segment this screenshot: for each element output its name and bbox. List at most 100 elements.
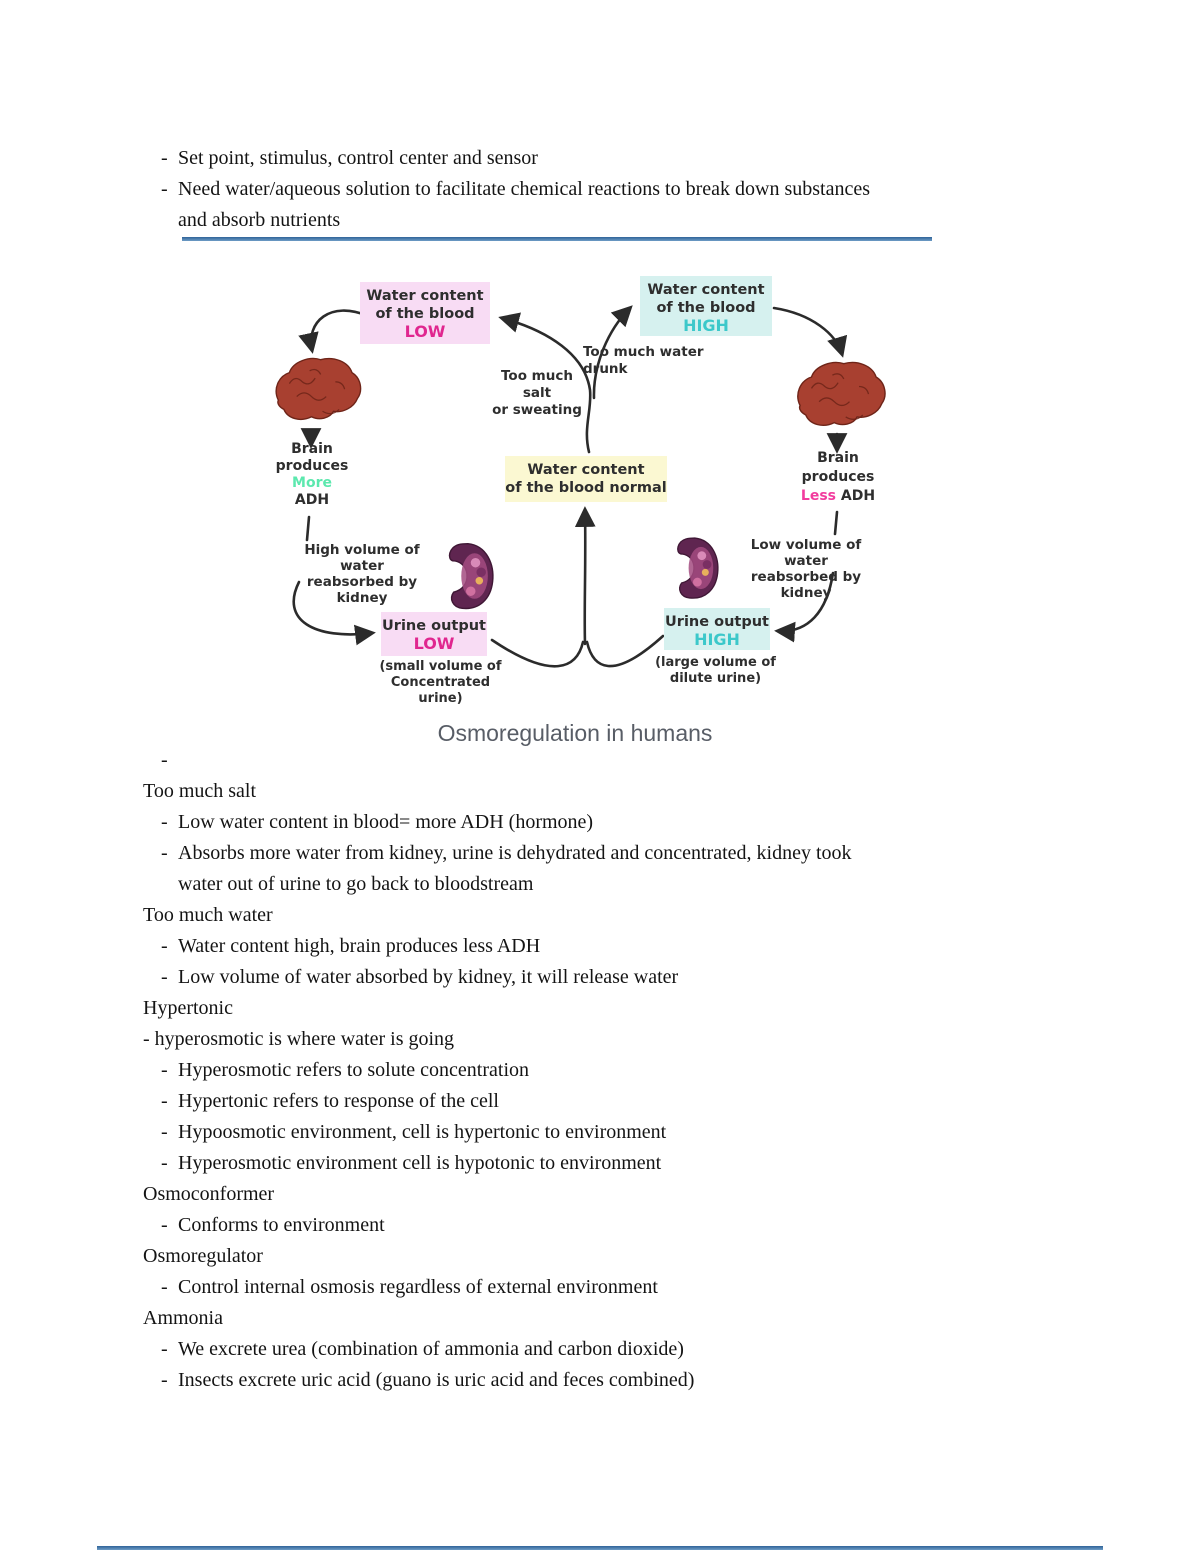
label-adh: ADH — [840, 488, 876, 504]
list-item-text: Hyperosmotic refers to solute concentrat… — [178, 1059, 529, 1081]
box-blood-low: Water content of the blood LOW — [360, 282, 490, 344]
list-item-text: and absorb nutrients — [178, 209, 341, 231]
list-item-text: We excrete urea (combination of ammonia … — [178, 1338, 684, 1360]
label-line: (large volume of — [655, 655, 776, 670]
heading-text: Hypertonic — [143, 997, 233, 1019]
heading-text: Osmoconformer — [143, 1183, 275, 1205]
line-adh-right — [833, 510, 839, 536]
arrow-low-to-brain — [298, 309, 370, 354]
label-line: dilute urine) — [669, 671, 762, 686]
list-item-text: Hypertonic refers to response of the cel… — [178, 1090, 499, 1112]
status-high: HIGH — [683, 316, 729, 335]
osmoregulation-diagram: Water content of the blood LOW Water con… — [250, 258, 1000, 758]
bullet-dash: - — [161, 1090, 168, 1112]
label-line: High volume of water — [304, 542, 420, 574]
box-text: of the blood normal — [505, 480, 667, 496]
notes-heading: Too much salt — [143, 776, 1073, 807]
notes-heading: Ammonia — [143, 1303, 1073, 1334]
bullet-dash: - — [161, 1121, 168, 1143]
arrow-reabsorb-to-urine-high — [774, 571, 835, 643]
bullet-dash: - — [161, 935, 168, 957]
box-urine-low: Urine output LOW — [381, 612, 487, 656]
box-text: of the blood — [656, 300, 756, 316]
list-item: -Water content high, brain produces less… — [143, 931, 1073, 962]
bullet-dash: - — [161, 1152, 168, 1174]
label-less-highlight: Less — [800, 488, 837, 504]
box-blood-high: Water content of the blood HIGH — [640, 276, 772, 336]
list-item: -Hyperosmotic environment cell is hypoto… — [143, 1148, 1073, 1179]
line-adh-left — [305, 515, 311, 542]
box-text: Urine output — [665, 614, 769, 630]
label-urine-high-note: (large volume of dilute urine) — [648, 655, 783, 687]
flow-arrows — [292, 305, 848, 668]
list-item: - — [143, 745, 1073, 776]
label-low-volume-reabsorbed: Low volume of water reabsorbed by kidney — [730, 537, 882, 601]
bullet-dash: - — [161, 842, 168, 864]
heading-text: Too much salt — [143, 780, 257, 802]
box-text: Water content — [366, 288, 484, 304]
arrow-water-to-high — [592, 305, 633, 400]
notes-heading: Too much water — [143, 900, 1073, 931]
label-line: produces — [275, 458, 349, 474]
bullet-dash: - — [161, 1338, 168, 1360]
list-item-text: Insects excrete uric acid (guano is uric… — [178, 1369, 695, 1391]
list-item: -Insects excrete uric acid (guano is uri… — [143, 1365, 1073, 1396]
heading-text: Too much water — [143, 904, 273, 926]
kidney-left-illustration — [448, 542, 494, 610]
label-line: (small volume of — [379, 659, 502, 674]
subline-text: - hyperosmotic is where water is going — [143, 1028, 455, 1050]
list-item: -Low volume of water absorbed by kidney,… — [143, 962, 1073, 993]
label-line: Too much salt — [501, 368, 573, 401]
arrow-return-to-normal — [574, 506, 596, 646]
list-item: -Need water/aqueous solution to facilita… — [143, 174, 1073, 205]
return-curve-left — [490, 638, 585, 668]
bullet-dash: - — [161, 1059, 168, 1081]
label-more-highlight: More — [292, 475, 332, 491]
list-item-text: Set point, stimulus, control center and … — [178, 147, 538, 169]
list-item-text: Conforms to environment — [178, 1214, 385, 1236]
box-urine-high: Urine output HIGH — [664, 608, 770, 650]
list-item: -Hypoosmotic environment, cell is hypert… — [143, 1117, 1073, 1148]
label-too-much-water: Too much water drunk — [583, 344, 704, 377]
arrow-high-to-brain — [772, 306, 848, 358]
bullet-dash: - — [161, 811, 168, 833]
bullet-dash: - — [161, 178, 168, 200]
list-item-text: Absorbs more water from kidney, urine is… — [178, 842, 852, 864]
diagram-artwork — [275, 305, 886, 668]
notes-heading: Hypertonic — [143, 993, 1073, 1024]
list-item-text: Low volume of water absorbed by kidney, … — [178, 966, 679, 988]
list-item-continuation: water out of urine to go back to bloodst… — [143, 869, 1073, 900]
status-high: HIGH — [694, 630, 740, 649]
notes-subline: - hyperosmotic is where water is going — [143, 1024, 1073, 1055]
list-item: -Absorbs more water from kidney, urine i… — [143, 838, 1073, 869]
box-blood-normal: Water content of the blood normal — [505, 456, 667, 502]
list-item-text: water out of urine to go back to bloodst… — [178, 873, 534, 895]
bottom-divider-line — [97, 1546, 1103, 1550]
label-too-much-salt: Too much salt or sweating — [485, 368, 589, 419]
label-line: ADH — [294, 492, 330, 508]
heading-text: Ammonia — [143, 1307, 223, 1329]
label-line: Brain — [817, 450, 859, 466]
status-low: LOW — [404, 322, 446, 341]
arrow-salt-to-low — [498, 312, 592, 454]
list-item: -Conforms to environment — [143, 1210, 1073, 1241]
label-line: Brain — [291, 441, 333, 457]
section-divider-line — [182, 237, 932, 241]
list-item: -We excrete urea (combination of ammonia… — [143, 1334, 1073, 1365]
brain-right-illustration — [797, 361, 886, 426]
list-item-text: Water content high, brain produces less … — [178, 935, 541, 957]
list-item-text: Need water/aqueous solution to facilitat… — [178, 178, 870, 200]
notes-heading: Osmoregulator — [143, 1241, 1073, 1272]
label-line: reabsorbed by kidney — [306, 574, 418, 606]
box-text: Water content — [647, 282, 765, 298]
top-notes-block: -Set point, stimulus, control center and… — [143, 143, 1073, 236]
box-text: of the blood — [375, 306, 475, 322]
list-item-text: Hypoosmotic environment, cell is hyperto… — [178, 1121, 667, 1143]
list-item-text: Low water content in blood= more ADH (ho… — [178, 811, 594, 833]
return-curve-right — [585, 634, 665, 668]
heading-text: Osmoregulator — [143, 1245, 263, 1267]
box-text: Water content — [527, 462, 645, 478]
bullet-dash: - — [161, 1276, 168, 1298]
list-item-text: Control internal osmosis regardless of e… — [178, 1276, 658, 1298]
status-low: LOW — [413, 634, 455, 653]
